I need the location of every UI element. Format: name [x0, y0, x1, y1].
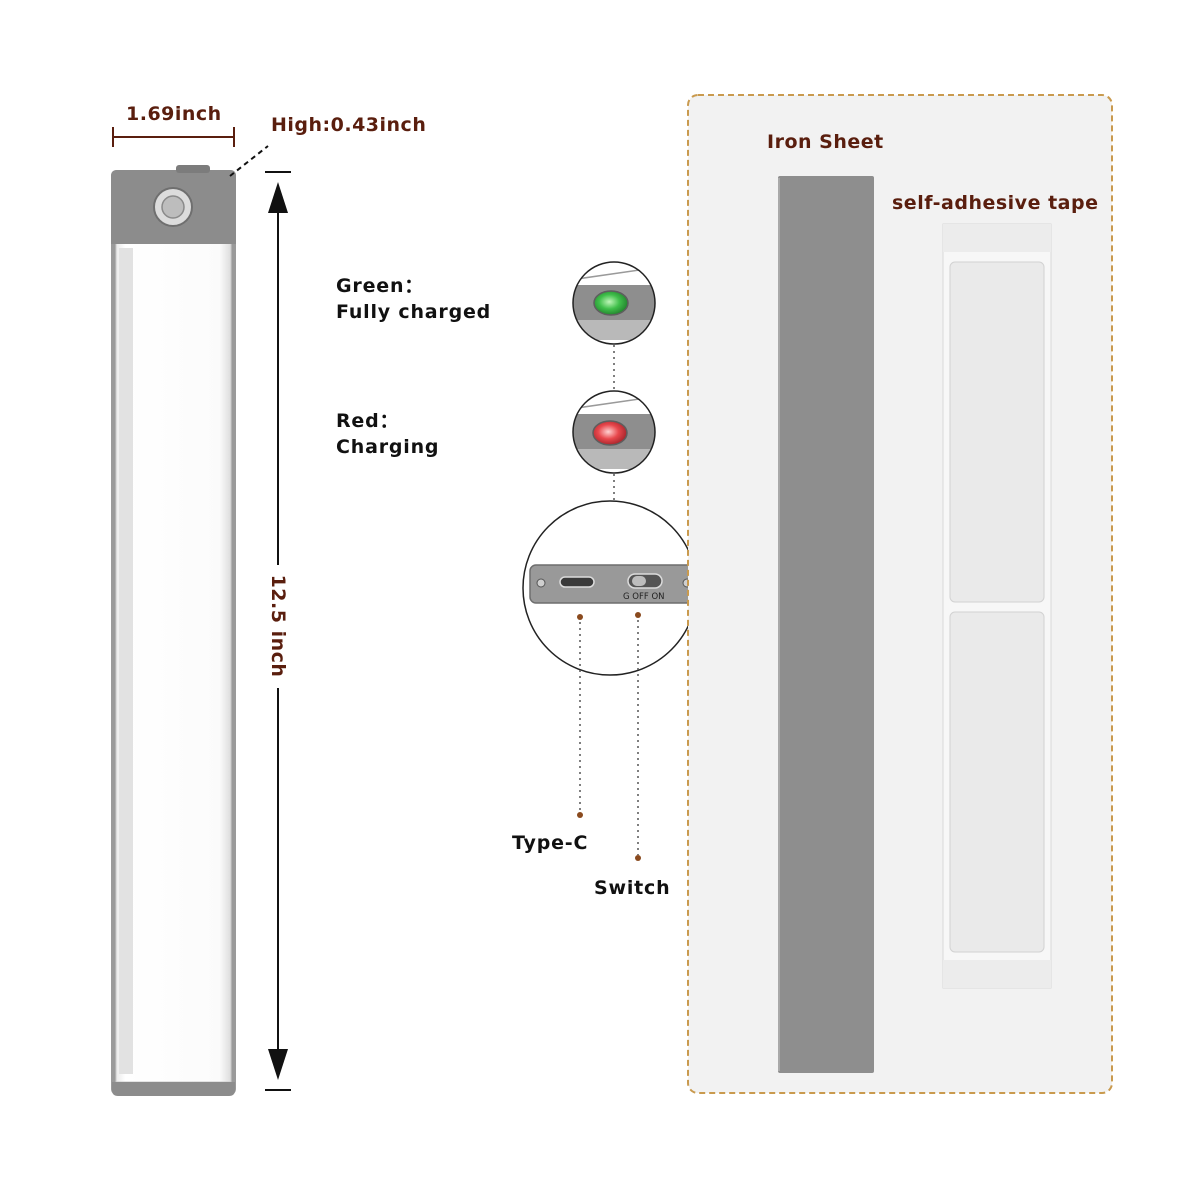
red-led-icon	[592, 420, 628, 446]
adhesive-tape	[942, 223, 1052, 989]
red-housing-edge	[573, 449, 655, 469]
type-c-label: Type-C	[512, 832, 589, 854]
arrow-down-icon	[268, 1049, 288, 1080]
switch-dot-top	[635, 612, 641, 618]
port-zoom: G OFF ON	[522, 500, 698, 676]
tape-pad-lower	[949, 611, 1045, 953]
tape-label: self-adhesive tape	[892, 192, 1099, 214]
switch-label: Switch	[594, 877, 671, 899]
green-indicator-label: Green： Fully charged	[336, 273, 491, 325]
motion-sensor-lens	[161, 195, 185, 219]
red-desc: Charging	[336, 436, 440, 458]
led-bar-edge	[119, 248, 133, 1074]
length-label: 12.5 inch	[267, 574, 289, 678]
callout-type-c	[577, 614, 583, 818]
end-cap-plate	[529, 564, 697, 604]
switch-dot-bottom	[635, 855, 641, 861]
height-leader-line	[229, 145, 269, 177]
switch-markings: G OFF ON	[623, 592, 665, 602]
red-zoom-ring	[572, 390, 656, 474]
led-bar-bottom-cap	[112, 1082, 235, 1096]
green-housing-edge	[573, 320, 655, 340]
tape-bottom-serration	[943, 960, 1051, 988]
height-label: High:0.43inch	[271, 114, 427, 136]
switch-knob-icon	[632, 576, 646, 586]
type-c-port-icon	[559, 576, 595, 588]
width-dimension	[112, 127, 235, 147]
arrow-up-icon	[268, 182, 288, 213]
screw-left-icon	[536, 578, 546, 588]
red-indicator-label: Red： Charging	[336, 408, 439, 460]
callout-switch	[635, 612, 641, 861]
tape-pad-upper	[949, 261, 1045, 603]
iron-sheet	[778, 176, 874, 1073]
green-title: Green：	[336, 275, 425, 297]
led-bar-top-tab	[176, 165, 210, 173]
red-title: Red：	[336, 410, 400, 432]
tape-top-serration	[943, 224, 1051, 252]
length-dimension	[265, 171, 291, 1091]
type-c-dot-bottom	[577, 812, 583, 818]
green-led-icon	[593, 290, 629, 316]
led-bar	[111, 165, 236, 1096]
led-bar-diffuser	[115, 239, 232, 1083]
type-c-dot-top	[577, 614, 583, 620]
width-label: 1.69inch	[126, 103, 222, 125]
green-led-zoom	[572, 261, 656, 345]
red-led-zoom	[572, 390, 656, 474]
green-desc: Fully charged	[336, 301, 492, 323]
iron-sheet-label: Iron Sheet	[767, 131, 884, 153]
green-zoom-ring	[572, 261, 656, 345]
